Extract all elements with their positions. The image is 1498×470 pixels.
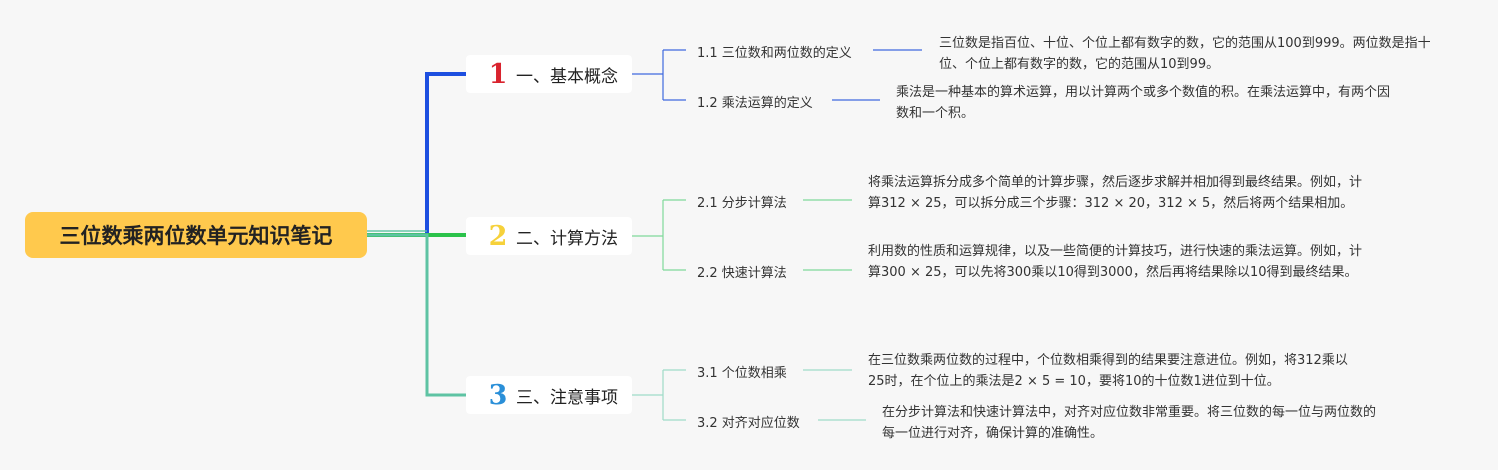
branch-node-2[interactable]: 2 二、计算方法 [466, 217, 632, 255]
branch-node-3[interactable]: 3 三、注意事项 [466, 376, 632, 414]
branch-number-1: 1 [488, 58, 508, 90]
leaf-text-2-2: 利用数的性质和运算规律，以及一些简便的计算技巧，进行快速的乘法运算。例如，计算3… [868, 244, 1363, 280]
subtopic-2-2[interactable]: 2.2 快速计算法 [697, 266, 787, 281]
subtopic-3-1[interactable]: 3.1 个位数相乘 [697, 366, 787, 381]
leaf-text-1-1: 三位数是指百位、十位、个位上都有数字的数，它的范围从100到999。两位数是指十… [939, 36, 1431, 72]
subtopic-1-1[interactable]: 1.1 三位数和两位数的定义 [697, 46, 852, 61]
leaf-text-2-1: 将乘法运算拆分成多个简单的计算步骤，然后逐步求解并相加得到最终结果。例如，计算3… [868, 175, 1363, 211]
branch-label-2: 二、计算方法 [516, 228, 618, 249]
branch-number-2: 2 [488, 220, 508, 252]
root-title: 三位数乘两位数单元知识笔记 [59, 224, 333, 248]
branch-1-connectors [632, 49, 922, 101]
branch-label-1: 一、基本概念 [516, 66, 618, 87]
branch-2-connectors [632, 199, 852, 271]
leaf-text-3-2: 在分步计算法和快速计算法中，对齐对应位数非常重要。将三位数的每一位与两位数的每一… [882, 405, 1377, 441]
subtopic-3-2[interactable]: 3.2 对齐对应位数 [697, 416, 800, 431]
branch-node-1[interactable]: 1 一、基本概念 [466, 55, 632, 93]
root-branch-connectors [367, 72, 466, 397]
leaf-text-3-1: 在三位数乘两位数的过程中，个位数相乘得到的结果要注意进位。例如，将312乘以25… [868, 353, 1348, 389]
branch-label-3: 三、注意事项 [516, 387, 618, 408]
subtopic-2-1[interactable]: 2.1 分步计算法 [697, 196, 787, 211]
branch-3-connectors [632, 369, 866, 421]
root-node[interactable]: 三位数乘两位数单元知识笔记 [25, 212, 367, 258]
leaf-text-1-2: 乘法是一种基本的算术运算，用以计算两个或多个数值的积。在乘法运算中，有两个因数和… [896, 85, 1391, 121]
subtopic-1-2[interactable]: 1.2 乘法运算的定义 [697, 96, 813, 111]
branch-number-3: 3 [488, 379, 508, 411]
